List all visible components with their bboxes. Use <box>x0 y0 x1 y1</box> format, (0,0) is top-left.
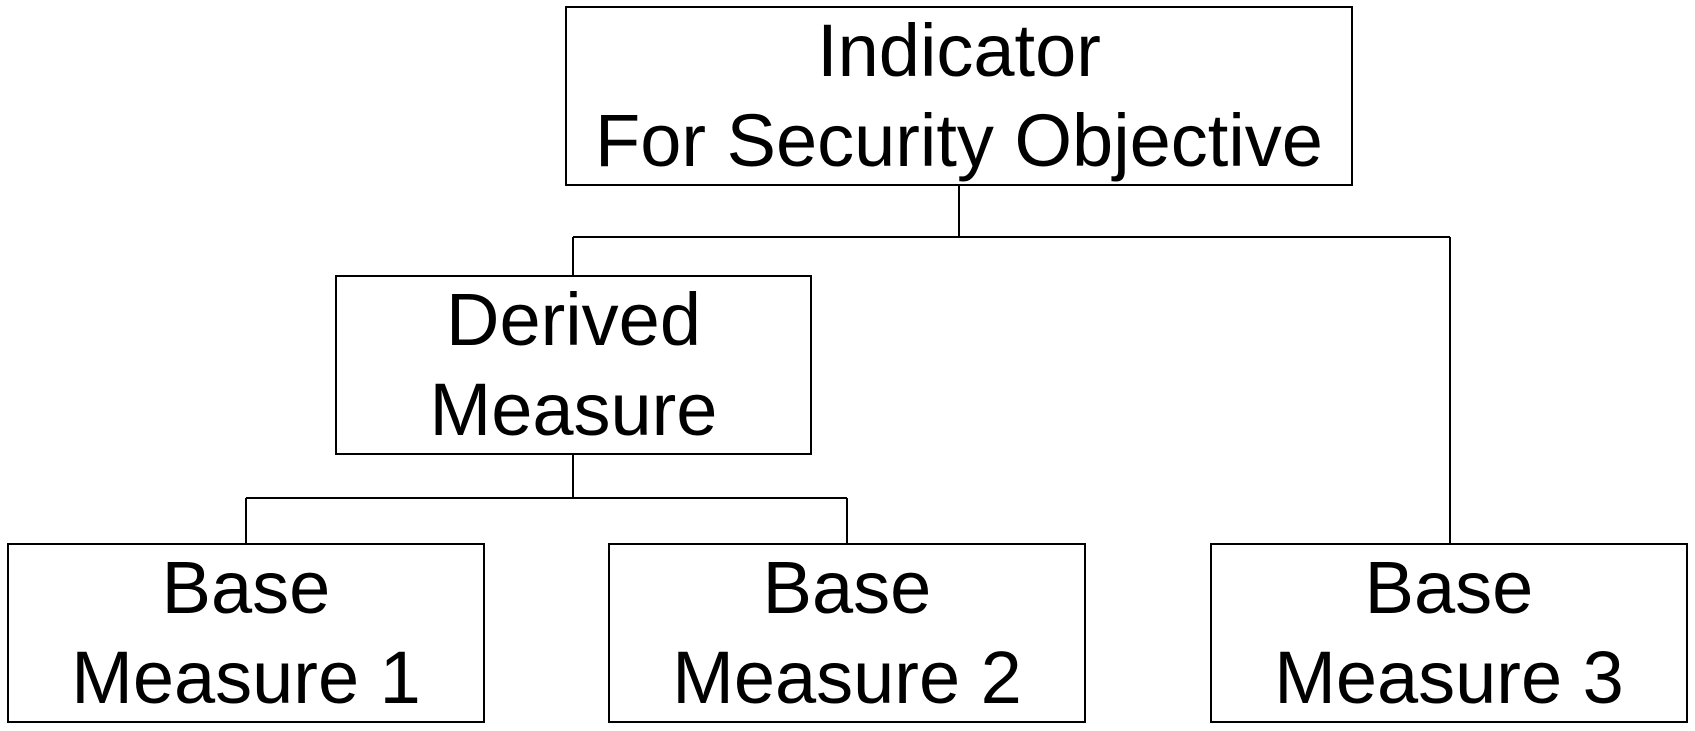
base-measure-2-line1: Base <box>762 546 932 629</box>
derived-measure-line1: Derived <box>446 278 701 361</box>
base-measure-2-node: Base Measure 2 <box>608 543 1086 723</box>
derived-measure-node: Derived Measure <box>335 275 812 455</box>
base-measure-3-line2: Measure 3 <box>1274 636 1624 719</box>
base-measure-1-node: Base Measure 1 <box>7 543 485 723</box>
base-measure-1-line1: Base <box>161 546 331 629</box>
base-measure-3-line1: Base <box>1364 546 1534 629</box>
base-measure-3-node: Base Measure 3 <box>1210 543 1688 723</box>
base-measure-1-line2: Measure 1 <box>71 636 421 719</box>
derived-measure-line2: Measure <box>429 368 718 451</box>
indicator-subtitle: For Security Objective <box>595 99 1323 182</box>
base-measure-2-line2: Measure 2 <box>672 636 1022 719</box>
indicator-title: Indicator <box>817 9 1101 92</box>
indicator-node: Indicator For Security Objective <box>565 6 1353 186</box>
